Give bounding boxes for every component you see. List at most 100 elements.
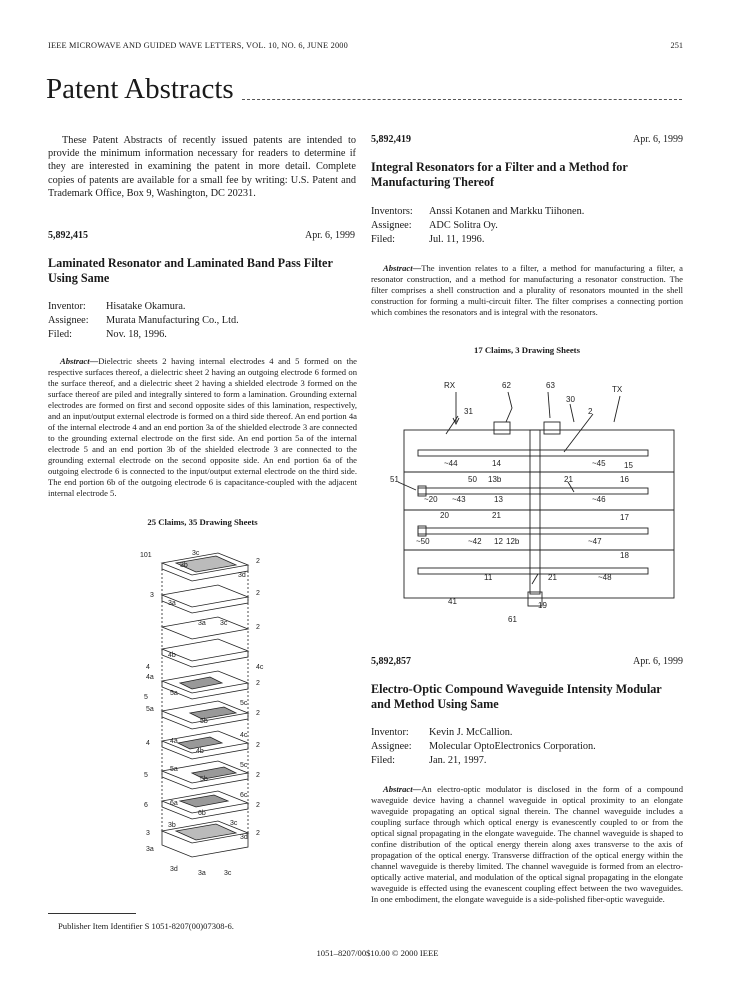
meta-value: ADC Solitra Oy.	[429, 220, 498, 231]
meta-key: Assignee:	[371, 741, 412, 752]
svg-text:3c: 3c	[192, 550, 200, 557]
page-number: 251	[670, 41, 683, 50]
copyright-line: 1051–8207/00$10.00 © 2000 IEEE	[316, 948, 439, 958]
svg-text:~45: ~45	[592, 459, 606, 468]
svg-text:3: 3	[150, 592, 154, 599]
title-rule	[242, 99, 682, 100]
patent-abstract: Abstract—An electro-optic modulator is d…	[371, 784, 683, 905]
meta-key: Inventor:	[48, 301, 86, 312]
svg-text:63: 63	[546, 381, 555, 390]
svg-text:12b: 12b	[506, 537, 520, 546]
meta-key: Assignee:	[371, 220, 412, 231]
svg-text:2: 2	[256, 710, 260, 717]
svg-text:4: 4	[146, 740, 150, 747]
meta-value: Nov. 18, 1996.	[106, 329, 167, 340]
footnote: Publisher Item Identifier S 1051-8207(00…	[58, 921, 234, 931]
running-head: IEEE MICROWAVE AND GUIDED WAVE LETTERS, …	[48, 41, 348, 50]
svg-text:15: 15	[624, 461, 633, 470]
svg-text:21: 21	[548, 573, 557, 582]
svg-text:2: 2	[256, 742, 260, 749]
svg-text:2: 2	[256, 802, 260, 809]
meta-key: Filed:	[48, 329, 73, 340]
svg-text:20: 20	[440, 511, 449, 520]
svg-text:~20: ~20	[424, 495, 438, 504]
patent-title: Laminated Resonator and Laminated Band P…	[48, 256, 333, 285]
svg-text:4b: 4b	[196, 748, 204, 755]
meta-value: Hisatake Okamura.	[106, 301, 186, 312]
svg-text:21: 21	[492, 511, 501, 520]
patent-claims: 17 Claims, 3 Drawing Sheets	[474, 345, 580, 355]
patent-meta: Inventor:Hisatake Okamura. Assignee:Mura…	[48, 300, 358, 342]
abstract-label: Abstract—	[383, 263, 422, 273]
svg-text:2: 2	[588, 407, 593, 416]
svg-text:5: 5	[144, 772, 148, 779]
svg-text:101: 101	[140, 552, 152, 559]
svg-text:12: 12	[494, 537, 503, 546]
patent-date: Apr. 6, 1999	[633, 134, 683, 145]
meta-value: Molecular OptoElectronics Corporation.	[429, 741, 596, 752]
abstract-text: The invention relates to a filter, a met…	[371, 263, 683, 317]
meta-value: Jul. 11, 1996.	[429, 234, 485, 245]
patent-number: 5,892,415	[48, 230, 88, 241]
svg-text:5a: 5a	[170, 690, 178, 697]
svg-text:5b: 5b	[200, 776, 208, 783]
abstract-label: Abstract—	[383, 784, 422, 794]
svg-text:3a: 3a	[146, 846, 154, 853]
meta-value: Murata Manufacturing Co., Ltd.	[106, 315, 239, 326]
meta-value: Kevin J. McCallion.	[429, 727, 513, 738]
svg-text:4a: 4a	[146, 674, 154, 681]
svg-text:4c: 4c	[240, 732, 248, 739]
patent-number: 5,892,857	[371, 656, 411, 667]
svg-text:6a: 6a	[170, 800, 178, 807]
svg-text:41: 41	[448, 597, 457, 606]
svg-text:50: 50	[468, 475, 477, 484]
svg-text:2: 2	[256, 624, 260, 631]
svg-text:2: 2	[256, 680, 260, 687]
svg-text:~46: ~46	[592, 495, 606, 504]
svg-text:3c: 3c	[230, 820, 238, 827]
patent-title: Integral Resonators for a Filter and a M…	[371, 160, 628, 189]
svg-text:2: 2	[256, 558, 260, 565]
svg-text:19: 19	[538, 601, 547, 610]
svg-text:11: 11	[484, 573, 493, 582]
svg-text:3d: 3d	[170, 866, 178, 873]
footnote-rule	[48, 913, 136, 914]
svg-text:13b: 13b	[488, 475, 502, 484]
svg-text:13: 13	[494, 495, 503, 504]
patent-claims: 25 Claims, 35 Drawing Sheets	[147, 517, 258, 527]
svg-text:62: 62	[502, 381, 511, 390]
patent-date: Apr. 6, 1999	[633, 656, 683, 667]
svg-text:3b: 3b	[168, 822, 176, 829]
svg-text:~48: ~48	[598, 573, 612, 582]
svg-text:3d: 3d	[238, 572, 246, 579]
svg-text:61: 61	[508, 615, 517, 624]
meta-value: Jan. 21, 1997.	[429, 755, 487, 766]
patent-abstract: Abstract—The invention relates to a filt…	[371, 263, 683, 318]
svg-text:2: 2	[256, 590, 260, 597]
patent-meta: Inventors:Anssi Kotanen and Markku Tiiho…	[371, 205, 683, 247]
intro-paragraph: These Patent Abstracts of recently issue…	[48, 135, 356, 199]
svg-text:17: 17	[620, 513, 629, 522]
meta-value: Anssi Kotanen and Markku Tiihonen.	[429, 206, 585, 217]
svg-text:3a: 3a	[198, 870, 206, 877]
svg-text:16: 16	[620, 475, 629, 484]
svg-text:5a: 5a	[146, 706, 154, 713]
svg-text:~47: ~47	[588, 537, 602, 546]
svg-text:4: 4	[146, 664, 150, 671]
abstract-text: Dielectric sheets 2 having internal elec…	[48, 356, 357, 498]
svg-text:5c: 5c	[240, 700, 248, 707]
svg-text:3d: 3d	[240, 834, 248, 841]
patent-date: Apr. 6, 1999	[305, 230, 355, 241]
laminated-resonator-figure: 101 3c 3b 3d 2 3 3a 2 3a 3c 2 4b 4 4a 4c 2 5 5a 5a 5b 5…	[140, 550, 264, 877]
svg-text:3a: 3a	[198, 620, 206, 627]
svg-text:6: 6	[144, 802, 148, 809]
abstract-label: Abstract—	[60, 356, 99, 366]
meta-key: Filed:	[371, 755, 396, 766]
svg-text:3b: 3b	[180, 562, 188, 569]
svg-text:51: 51	[390, 475, 399, 484]
svg-text:3c: 3c	[220, 620, 228, 627]
svg-text:4a: 4a	[170, 738, 178, 745]
svg-text:5b: 5b	[200, 718, 208, 725]
svg-text:2: 2	[256, 830, 260, 837]
svg-text:14: 14	[492, 459, 501, 468]
